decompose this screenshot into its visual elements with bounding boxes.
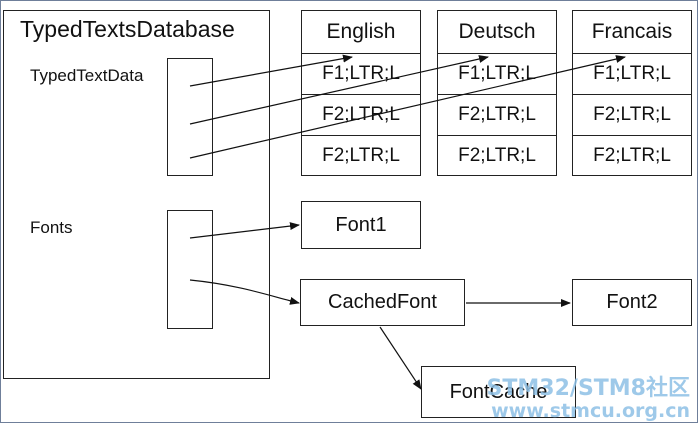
arrow-to-font-cache [379, 326, 422, 390]
text-entry-cell: F2;LTR;L [302, 135, 420, 176]
text-entry-cell: F2;LTR;L [573, 135, 691, 176]
font2-label: Font2 [606, 291, 658, 313]
typed-text-data-label: TypedTextData [30, 66, 144, 85]
language-header: Deutsch [458, 20, 536, 43]
text-entry-cell: F1;LTR;L [438, 53, 556, 94]
arrow-to-font1 [189, 222, 300, 239]
text-entry-cell: F1;LTR;L [573, 53, 691, 94]
language-table-deutsch: Deutsch F1;LTR;L F2;LTR;L F2;LTR;L [437, 10, 557, 176]
fonts-slot [167, 210, 213, 329]
database-title: TypedTextsDatabase [20, 16, 235, 42]
font1-label: Font1 [335, 213, 387, 236]
typed-texts-database-box [3, 10, 270, 379]
arrow-francais-f1 [189, 55, 626, 159]
text-entry-cell: F2;LTR;L [573, 94, 691, 135]
cached-font-box: CachedFont [300, 279, 465, 326]
cached-font-label: CachedFont [328, 291, 437, 313]
language-table-francais: Francais F1;LTR;L F2;LTR;L F2;LTR;L [572, 10, 692, 176]
text-entry-cell: F2;LTR;L [438, 94, 556, 135]
arrow-deutsch-f1 [189, 55, 489, 125]
watermark-line1: STM32/STM8社区 [486, 376, 690, 401]
font2-box: Font2 [572, 279, 692, 326]
text-entry-cell: F2;LTR;L [302, 94, 420, 135]
arrow-english-f1 [189, 54, 353, 87]
watermark: STM32/STM8社区 www.stmcu.org.cn [486, 376, 690, 422]
text-entry-cell: F1;LTR;L [302, 53, 420, 94]
watermark-line2: www.stmcu.org.cn [491, 400, 690, 422]
font1-box: Font1 [301, 201, 421, 249]
language-header: English [326, 20, 396, 43]
arrow-to-cached-font [189, 279, 300, 305]
language-header: Francais [591, 20, 673, 43]
font-cache-label: FontCache [449, 380, 548, 403]
text-entry-cell: F2;LTR;L [438, 135, 556, 176]
font-cache-box: FontCache [421, 366, 576, 418]
language-table-english: English F1;LTR;L F2;LTR;L F2;LTR;L [301, 10, 421, 176]
typed-text-data-slot [167, 58, 213, 176]
fonts-label: Fonts [30, 218, 73, 237]
